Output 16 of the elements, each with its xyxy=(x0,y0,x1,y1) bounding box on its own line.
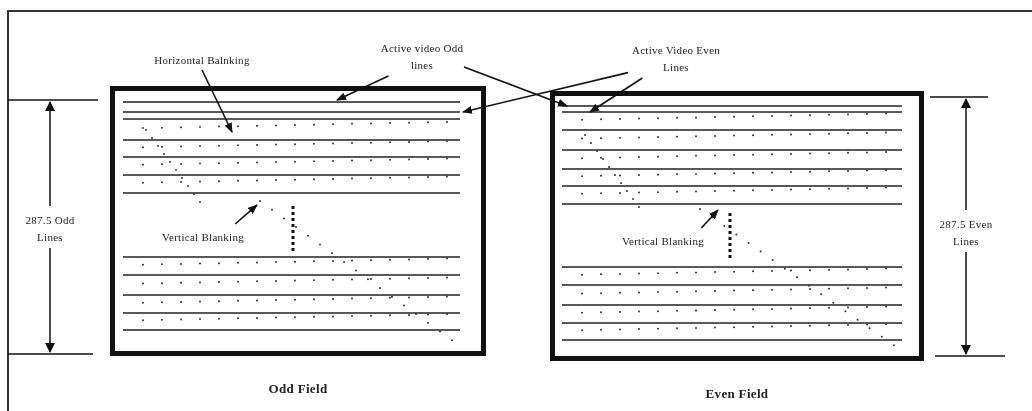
callout-label: Vertical Blanking xyxy=(141,229,265,247)
leader-arrow xyxy=(462,71,629,114)
callout-label: Vertical Blanking xyxy=(601,233,725,251)
leader-arrow xyxy=(336,75,390,101)
leader-arrow xyxy=(463,66,568,107)
field-caption: Odd Field xyxy=(268,380,328,398)
callout-label: Horizontal Balnking xyxy=(138,52,266,70)
leader-arrow xyxy=(234,204,258,225)
callout-label: Active video Odd lines xyxy=(380,40,464,76)
leader-arrow xyxy=(201,69,233,133)
dimension-label: 287.5 Even Lines xyxy=(938,217,994,249)
leader-arrow xyxy=(589,77,644,113)
dimension-label: 287.5 Odd Lines xyxy=(24,213,76,245)
leader-arrow xyxy=(700,209,719,229)
callout-label: Active Video Even Lines xyxy=(628,42,724,78)
field-caption: Even Field xyxy=(705,385,769,403)
